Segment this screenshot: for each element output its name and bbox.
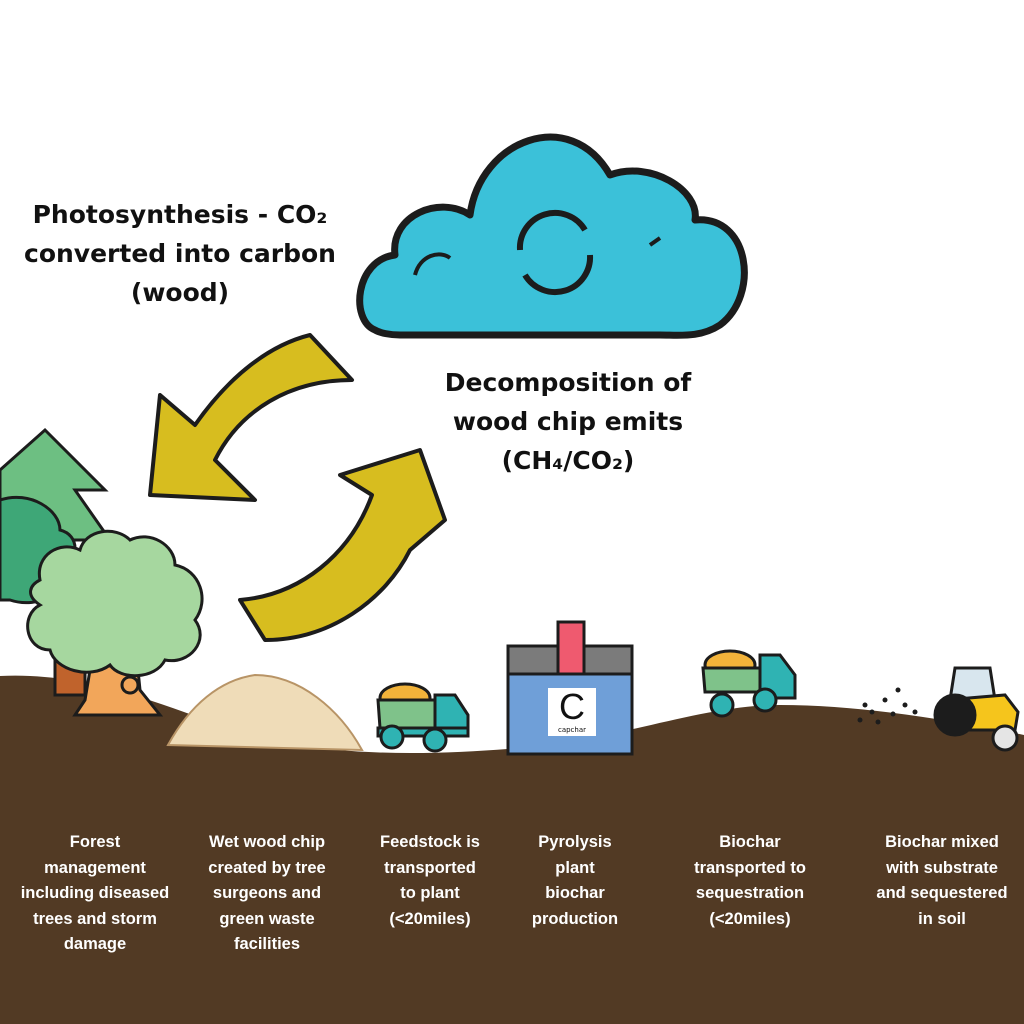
step-line: Feedstock is	[380, 833, 480, 851]
step-pyrolysis: Pyrolysis plant biochar production	[510, 830, 640, 932]
truck-icon	[701, 649, 797, 718]
step-line: facilities	[233, 935, 301, 953]
step-sequestration: Biochar mixed with substrate and sequest…	[860, 830, 1024, 932]
step-line: Pyrolysis	[538, 833, 612, 851]
arrow-down-icon	[148, 333, 354, 502]
heading-line: Photosynthesis - CO₂	[32, 200, 328, 229]
step-line: in soil	[918, 909, 966, 928]
cloud-cycle-icon	[356, 133, 748, 339]
step-line: Biochar	[719, 833, 781, 851]
step-line: including diseased	[20, 884, 170, 902]
step-line: biochar	[545, 884, 605, 902]
step-line: transported to	[694, 858, 806, 877]
step-line: surgeons and	[212, 884, 322, 902]
step-feedstock-transport: Feedstock is transported to plant (<20mi…	[360, 830, 500, 932]
biochar-particles	[857, 687, 918, 725]
pyrolysis-plant-icon	[506, 620, 634, 756]
step-line: green waste	[219, 909, 315, 928]
trees-icon	[0, 427, 204, 717]
step-line: sequestration	[695, 884, 805, 902]
step-line: and sequestered	[876, 884, 1008, 902]
cycle-arrows	[148, 333, 447, 642]
step-forest-management: Forest management including diseased tre…	[5, 830, 185, 958]
wood-chip-pile-icon	[166, 673, 364, 752]
step-line: (<20miles)	[709, 909, 791, 928]
step-line: Biochar mixed	[885, 833, 999, 851]
heading-line: converted into carbon	[24, 239, 336, 268]
step-line: trees and storm	[33, 909, 157, 928]
step-line: damage	[63, 935, 127, 953]
capchar-logo: C capchar	[548, 688, 596, 736]
step-line: with substrate	[886, 858, 998, 877]
ground	[0, 675, 1024, 1024]
tractor-icon	[933, 666, 1020, 752]
photosynthesis-heading: Photosynthesis - CO₂ converted into carb…	[0, 195, 360, 312]
step-wet-wood-chip: Wet wood chip created by tree surgeons a…	[192, 830, 342, 958]
logo-letter: C	[559, 686, 585, 727]
heading-line: Decomposition of	[444, 368, 692, 397]
step-biochar-transport: Biochar transported to sequestration (<2…	[675, 830, 825, 932]
step-line: management	[44, 858, 146, 877]
truck-icon	[376, 682, 470, 753]
heading-line: (wood)	[130, 278, 230, 307]
step-line: Wet wood chip	[208, 833, 326, 851]
step-line: created by tree	[208, 858, 326, 877]
step-line: (<20miles)	[389, 909, 471, 928]
arrow-up-icon	[238, 448, 447, 642]
step-line: plant	[555, 858, 595, 877]
step-line: to plant	[400, 884, 460, 902]
heading-line: wood chip emits	[452, 407, 684, 436]
decomposition-heading: Decomposition of wood chip emits (CH₄/CO…	[408, 363, 728, 480]
heading-line: (CH₄/CO₂)	[501, 446, 635, 475]
logo-text: capchar	[557, 726, 587, 734]
step-line: production	[531, 909, 619, 928]
step-line: transported	[384, 858, 476, 877]
step-line: Forest	[69, 833, 121, 851]
